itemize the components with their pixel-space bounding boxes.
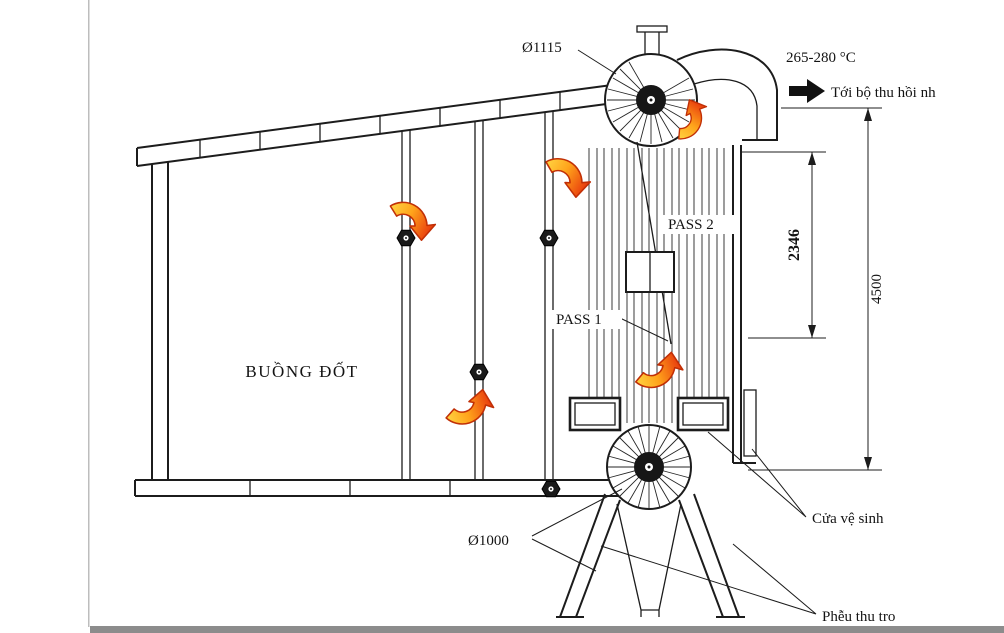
dimension-total-height: 4500 xyxy=(748,107,885,471)
dim-4500-label: 4500 xyxy=(869,274,885,304)
gas-flow-arrow xyxy=(629,349,687,394)
right-wall xyxy=(732,145,757,464)
bottom-drum-diameter-label: Ø1000 xyxy=(468,533,509,549)
pass2-label: PASS 2 xyxy=(668,217,714,233)
page-edge-left xyxy=(88,0,90,627)
cleaning-doors xyxy=(568,396,730,432)
cleaning-door-label: Cửa vệ sinh xyxy=(812,511,884,527)
outlet-label: Tới bộ thu hồi nh xyxy=(831,85,936,101)
pass-divider xyxy=(625,141,675,345)
bottom-drum xyxy=(606,424,692,510)
furnace-enclosure xyxy=(134,84,622,497)
leader-lines xyxy=(531,49,817,615)
page-edge-bottom xyxy=(90,626,1004,633)
gas-flow-arrow xyxy=(537,150,595,201)
temperature-label: 265-280 °C xyxy=(786,50,856,66)
top-drum-diameter-label: Ø1115 xyxy=(522,40,562,56)
outlet-duct xyxy=(676,48,778,141)
outlet-direction-arrow xyxy=(789,79,825,103)
dimension-pass2-height: 2346 xyxy=(742,151,826,339)
legs-and-ash-hoppers xyxy=(556,493,745,618)
gas-flow-arrow xyxy=(440,387,497,431)
steam-vent-pipe xyxy=(636,25,668,54)
ash-hopper-label: Phễu thu tro xyxy=(822,609,895,625)
top-drum xyxy=(604,25,698,147)
dim-2346-label: 2346 xyxy=(786,229,803,261)
pass1-label: PASS 1 xyxy=(556,312,602,328)
text-labels: Ø1115 265-280 °C Tới bộ thu hồi nh PASS … xyxy=(245,40,936,625)
tube-spacer-nuts xyxy=(396,229,561,498)
furnace-tube-columns xyxy=(401,112,554,480)
furnace-label: BUỒNG ĐỐT xyxy=(245,362,358,381)
